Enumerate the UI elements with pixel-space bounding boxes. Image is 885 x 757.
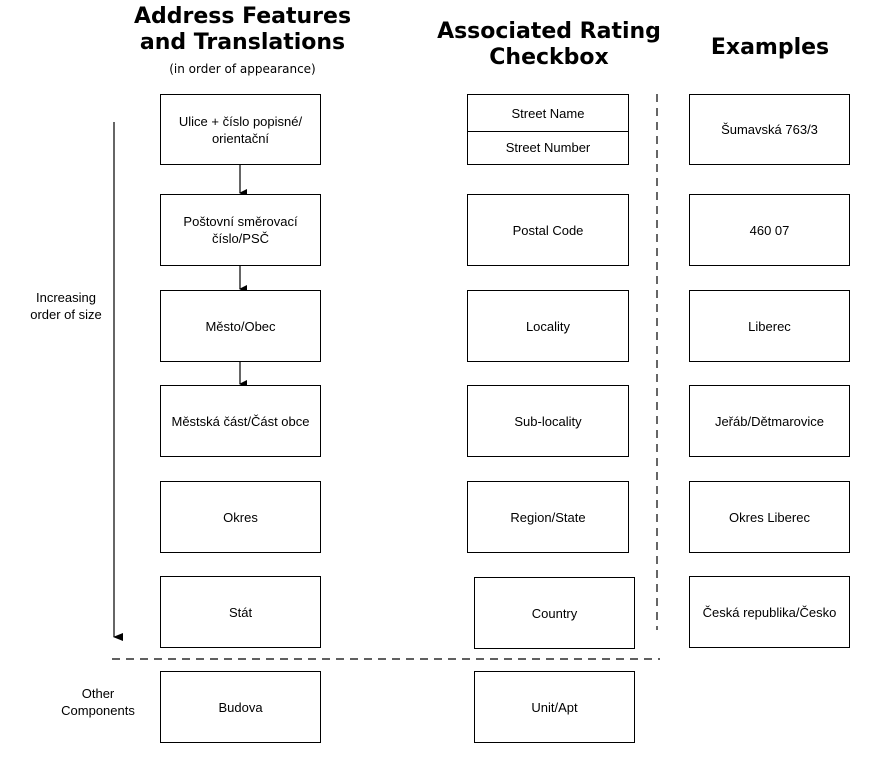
address-features-header: Address Features and Translations xyxy=(120,4,365,56)
feature-city: Město/Obec xyxy=(160,290,321,362)
feature-district: Okres xyxy=(160,481,321,553)
address-header-subtitle: (in order of appearance) xyxy=(169,62,316,76)
rating-header-line2: Checkbox xyxy=(489,44,609,70)
address-header-line2: and Translations xyxy=(139,29,346,55)
rating-country: Country xyxy=(474,577,635,649)
other-components-line2: Components xyxy=(61,703,135,718)
size-order-label-line2: order of size xyxy=(30,307,102,322)
rating-street-group: Street Name Street Number xyxy=(467,94,629,165)
feature-street: Ulice + číslo popisné/ orientační xyxy=(160,94,321,165)
rating-checkbox-header: Associated Rating Checkbox xyxy=(418,19,680,71)
feature-city-district: Městská část/Část obce xyxy=(160,385,321,457)
feature-building: Budova xyxy=(160,671,321,743)
feature-state: Stát xyxy=(160,576,321,648)
example-sub-locality: Jeřáb/Dětmarovice xyxy=(689,385,850,457)
example-country: Česká republika/Česko xyxy=(689,576,850,648)
rating-sub-locality: Sub-locality xyxy=(467,385,629,457)
example-postal-code: 460 07 xyxy=(689,194,850,266)
rating-unit-apt: Unit/Apt xyxy=(474,671,635,743)
rating-street-number: Street Number xyxy=(505,140,591,155)
examples-header: Examples xyxy=(710,35,830,60)
feature-postal-code: Poštovní směrovací číslo/PSČ xyxy=(160,194,321,266)
example-locality: Liberec xyxy=(689,290,850,362)
rating-region-state: Region/State xyxy=(467,481,629,553)
other-components-label: Other Components xyxy=(50,685,146,719)
rating-postal-code: Postal Code xyxy=(467,194,629,266)
size-order-label-line1: Increasing xyxy=(36,290,96,305)
example-region: Okres Liberec xyxy=(689,481,850,553)
rating-locality: Locality xyxy=(467,290,629,362)
rating-header-line1: Associated Rating xyxy=(437,19,661,44)
address-header-line1: Address Features xyxy=(133,4,352,29)
rating-street-name: Street Name xyxy=(468,95,628,132)
other-components-line1: Other xyxy=(81,686,115,701)
example-street: Šumavská 763/3 xyxy=(689,94,850,165)
size-order-label: Increasing order of size xyxy=(18,289,114,323)
